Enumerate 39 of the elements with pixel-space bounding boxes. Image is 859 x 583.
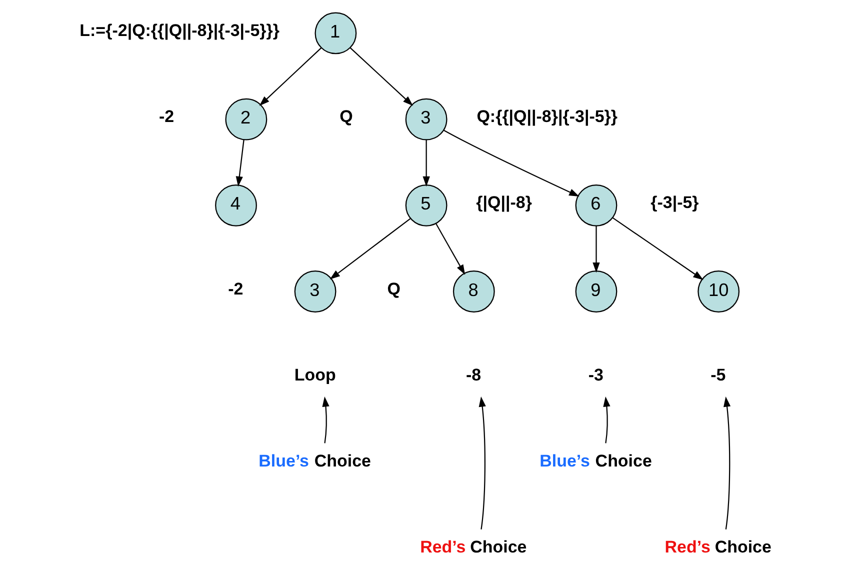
arrow	[235, 140, 244, 187]
node-circle: 5	[404, 184, 447, 226]
arrow	[434, 223, 465, 275]
node-circle: 4	[214, 184, 256, 226]
node-label: Q:{{|Q||-8}|{-3|-5}}	[476, 107, 618, 126]
node-text: Blue’s Choice	[539, 452, 652, 471]
arrow	[422, 140, 430, 187]
node-label: L:={-2|Q:{{|Q||-8}|{-3|-5}}}	[79, 21, 279, 40]
arrow	[723, 396, 730, 530]
node-circle: 1	[314, 12, 356, 54]
node-circle: 9	[574, 270, 617, 312]
node-text: Loop	[294, 365, 336, 384]
node-text: -3	[588, 365, 603, 384]
arrow	[349, 47, 413, 106]
arrow	[322, 396, 329, 444]
node-circle: 8	[452, 270, 494, 312]
node-label: {-3|-5}	[650, 193, 698, 212]
node-label: -2	[228, 279, 243, 298]
node-circle: 3	[404, 98, 447, 140]
node-text: -5	[710, 365, 726, 384]
node-text: -8	[465, 365, 481, 384]
arrow	[602, 396, 610, 444]
arrow	[329, 218, 410, 280]
node-label: -2	[158, 107, 174, 126]
node-text: Red’s Choice	[664, 538, 771, 557]
node-circle: 10	[697, 270, 740, 312]
node-circle: 3	[294, 270, 336, 312]
node-text: Blue’s Choice	[258, 452, 370, 471]
node-circle: 6	[574, 184, 617, 226]
arrow	[258, 47, 322, 106]
node-label: {|Q||-8}	[476, 193, 532, 212]
arrow	[592, 226, 600, 273]
node-circle: 2	[224, 98, 267, 140]
node-label: Q	[386, 279, 400, 298]
arrow	[478, 396, 486, 530]
node-label: Q	[339, 107, 352, 126]
arrow	[612, 217, 703, 280]
arrow	[442, 130, 579, 197]
node-text: Red’s Choice	[420, 538, 526, 557]
